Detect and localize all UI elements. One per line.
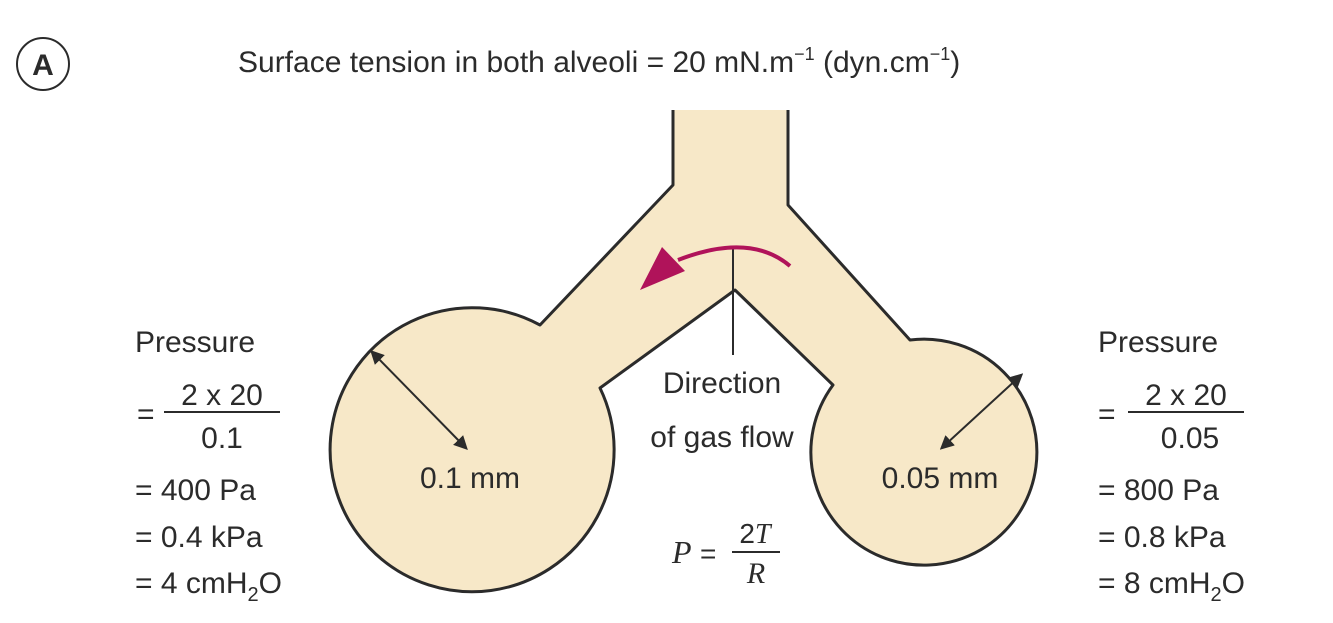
left-radius-arrow [370, 349, 468, 451]
right-radius-label: 0.05 mm [882, 462, 999, 495]
right-numerator: 2 x 20 [1145, 379, 1227, 412]
right-denominator: 0.05 [1161, 422, 1219, 455]
formula-numerator: 2T [739, 518, 773, 550]
right-pressure-calc: Pressure = 2 x 20 0.05 = 800 Pa = 0.8 kP… [1098, 326, 1245, 606]
diagram-title: Surface tension in both alveoli = 20 mN.… [238, 44, 960, 79]
left-numerator: 2 x 20 [181, 379, 263, 412]
left-pressure-cmh2o: = 4 cmH2O [135, 567, 282, 606]
laplace-formula: P = 2T R [671, 518, 780, 590]
right-pressure-pa: = 800 Pa [1098, 474, 1219, 507]
gas-flow-arrowhead [640, 247, 685, 290]
left-pressure-calc: Pressure = 2 x 20 0.1 = 400 Pa = 0.4 kPa… [135, 326, 282, 606]
gas-flow-arrow [677, 245, 792, 268]
left-radius-label: 0.1 mm [420, 462, 520, 495]
left-pressure-heading: Pressure [135, 326, 255, 359]
flow-label-line1: Direction [663, 367, 781, 400]
right-pressure-kpa: = 0.8 kPa [1098, 521, 1226, 554]
formula-lhs: P [671, 534, 692, 570]
right-pressure-heading: Pressure [1098, 326, 1218, 359]
right-pressure-cmh2o: = 8 cmH2O [1098, 567, 1245, 606]
left-pressure-kpa: = 0.4 kPa [135, 521, 263, 554]
flow-label-line2: of gas flow [650, 421, 794, 454]
left-denominator: 0.1 [201, 422, 243, 455]
formula-eq: = [700, 538, 716, 569]
formula-denominator: R [746, 557, 765, 590]
panel-letter-circle [16, 37, 70, 91]
panel-letter: A [32, 49, 54, 82]
alveoli-airway-shape [328, 110, 1039, 594]
right-eq-sign: = [1098, 398, 1116, 431]
left-pressure-pa: = 400 Pa [135, 474, 256, 507]
left-eq-sign: = [137, 398, 155, 431]
right-radius-arrow [939, 373, 1024, 450]
